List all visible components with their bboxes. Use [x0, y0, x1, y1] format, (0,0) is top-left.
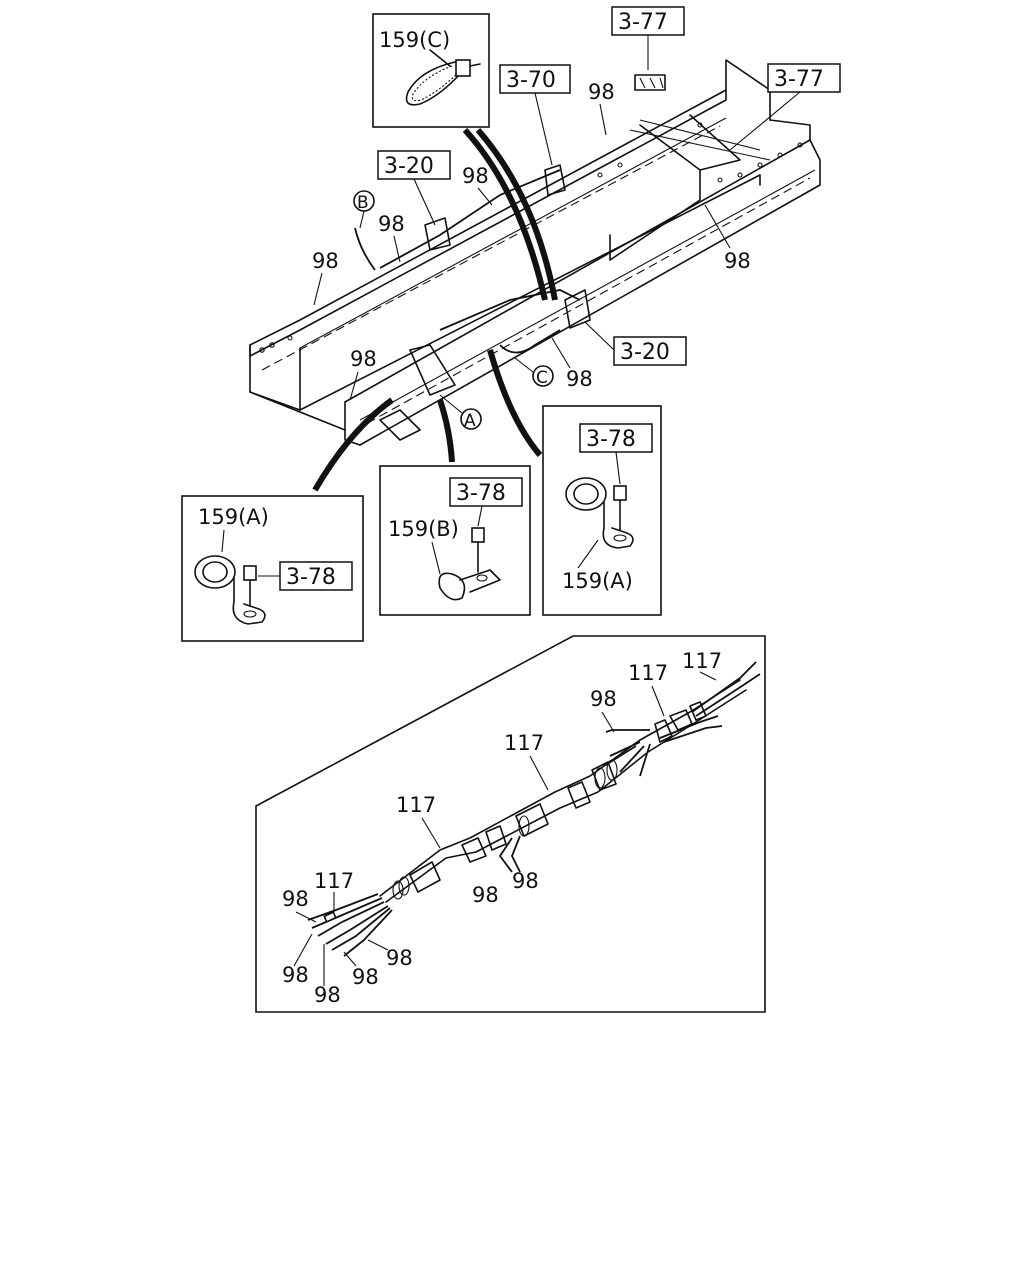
detail-pointers: [312, 127, 558, 492]
harness-label-98-left: 98: [282, 887, 309, 911]
harness-label-98-mid-a: 98: [472, 883, 499, 907]
detail-clip-c: 159(C): [372, 13, 490, 128]
chassis-frame: [249, 59, 821, 446]
ref-box-3-20-right: [613, 336, 687, 366]
ref-box-3-77-right: [767, 63, 841, 93]
harness-left-wires: [307, 893, 393, 957]
harness-label-98-top: 98: [590, 687, 617, 711]
label-98-top: 98: [588, 80, 615, 104]
label-98-mid: 98: [462, 164, 489, 188]
label-159b: 159(B): [388, 517, 459, 541]
harness-labels: 117 117 98 117 117 98 98 117 98 98 98 98…: [282, 649, 722, 1007]
harness-label-117-top-right: 117: [682, 649, 722, 673]
ref-3-77-right: 3-77: [774, 67, 824, 92]
ref-3-20-left: 3-20: [384, 154, 434, 179]
label-98-c: 98: [566, 367, 593, 391]
harness-label-117-left: 117: [314, 869, 354, 893]
harness-label-98-end-a: 98: [282, 963, 309, 987]
label-98-right: 98: [724, 249, 751, 273]
harness-label-98-end-c: 98: [352, 965, 379, 989]
harness-label-98-mid-b: 98: [512, 869, 539, 893]
view-marker-b: B: [357, 193, 369, 213]
detail-clamp-b: 3-78 159(B): [379, 465, 531, 616]
ref-3-78-b: 3-78: [456, 481, 506, 506]
ref-3-77-top: 3-77: [618, 10, 668, 35]
harness-label-98-end-b: 98: [314, 983, 341, 1007]
view-marker-a-circle: [460, 408, 482, 430]
harness-panel: 117 117 98 117 117 98 98 117 98 98 98 98…: [255, 635, 766, 1013]
harness-body: [379, 679, 747, 903]
ref-3-70: 3-70: [506, 68, 556, 93]
harness-label-117-upper-mid: 117: [504, 731, 544, 755]
ref-3-78-a-left: 3-78: [286, 565, 336, 590]
label-159a-left: 159(A): [198, 505, 269, 529]
harness-label-98-end-d: 98: [386, 946, 413, 970]
label-159a-right: 159(A): [562, 569, 633, 593]
ref-3-78-c: 3-78: [586, 427, 636, 452]
view-marker-a: A: [464, 411, 476, 431]
label-98-left: 98: [312, 249, 339, 273]
detail-clamp-a-right: 3-78 159(A): [542, 405, 662, 616]
harness-label-117-mid: 117: [396, 793, 436, 817]
detail-clamp-a-left: 159(A) 3-78: [181, 495, 364, 642]
label-98-front: 98: [350, 347, 377, 371]
label-159c: 159(C): [379, 28, 450, 52]
ref-box-3-78-b: [449, 477, 523, 507]
harness-right-wires: [498, 661, 761, 873]
frame-callouts: 3-77 3-77 3-70 98 3-20 98 B 98 98 98: [312, 6, 841, 431]
label-98-b: 98: [378, 212, 405, 236]
ref-box-3-77-top: [611, 6, 685, 36]
view-marker-c: C: [536, 368, 548, 388]
view-marker-c-circle: [532, 365, 554, 387]
ref-box-3-78-c: [579, 423, 653, 453]
harness-label-117-top-left: 117: [628, 661, 668, 685]
ref-3-20-right: 3-20: [620, 340, 670, 365]
